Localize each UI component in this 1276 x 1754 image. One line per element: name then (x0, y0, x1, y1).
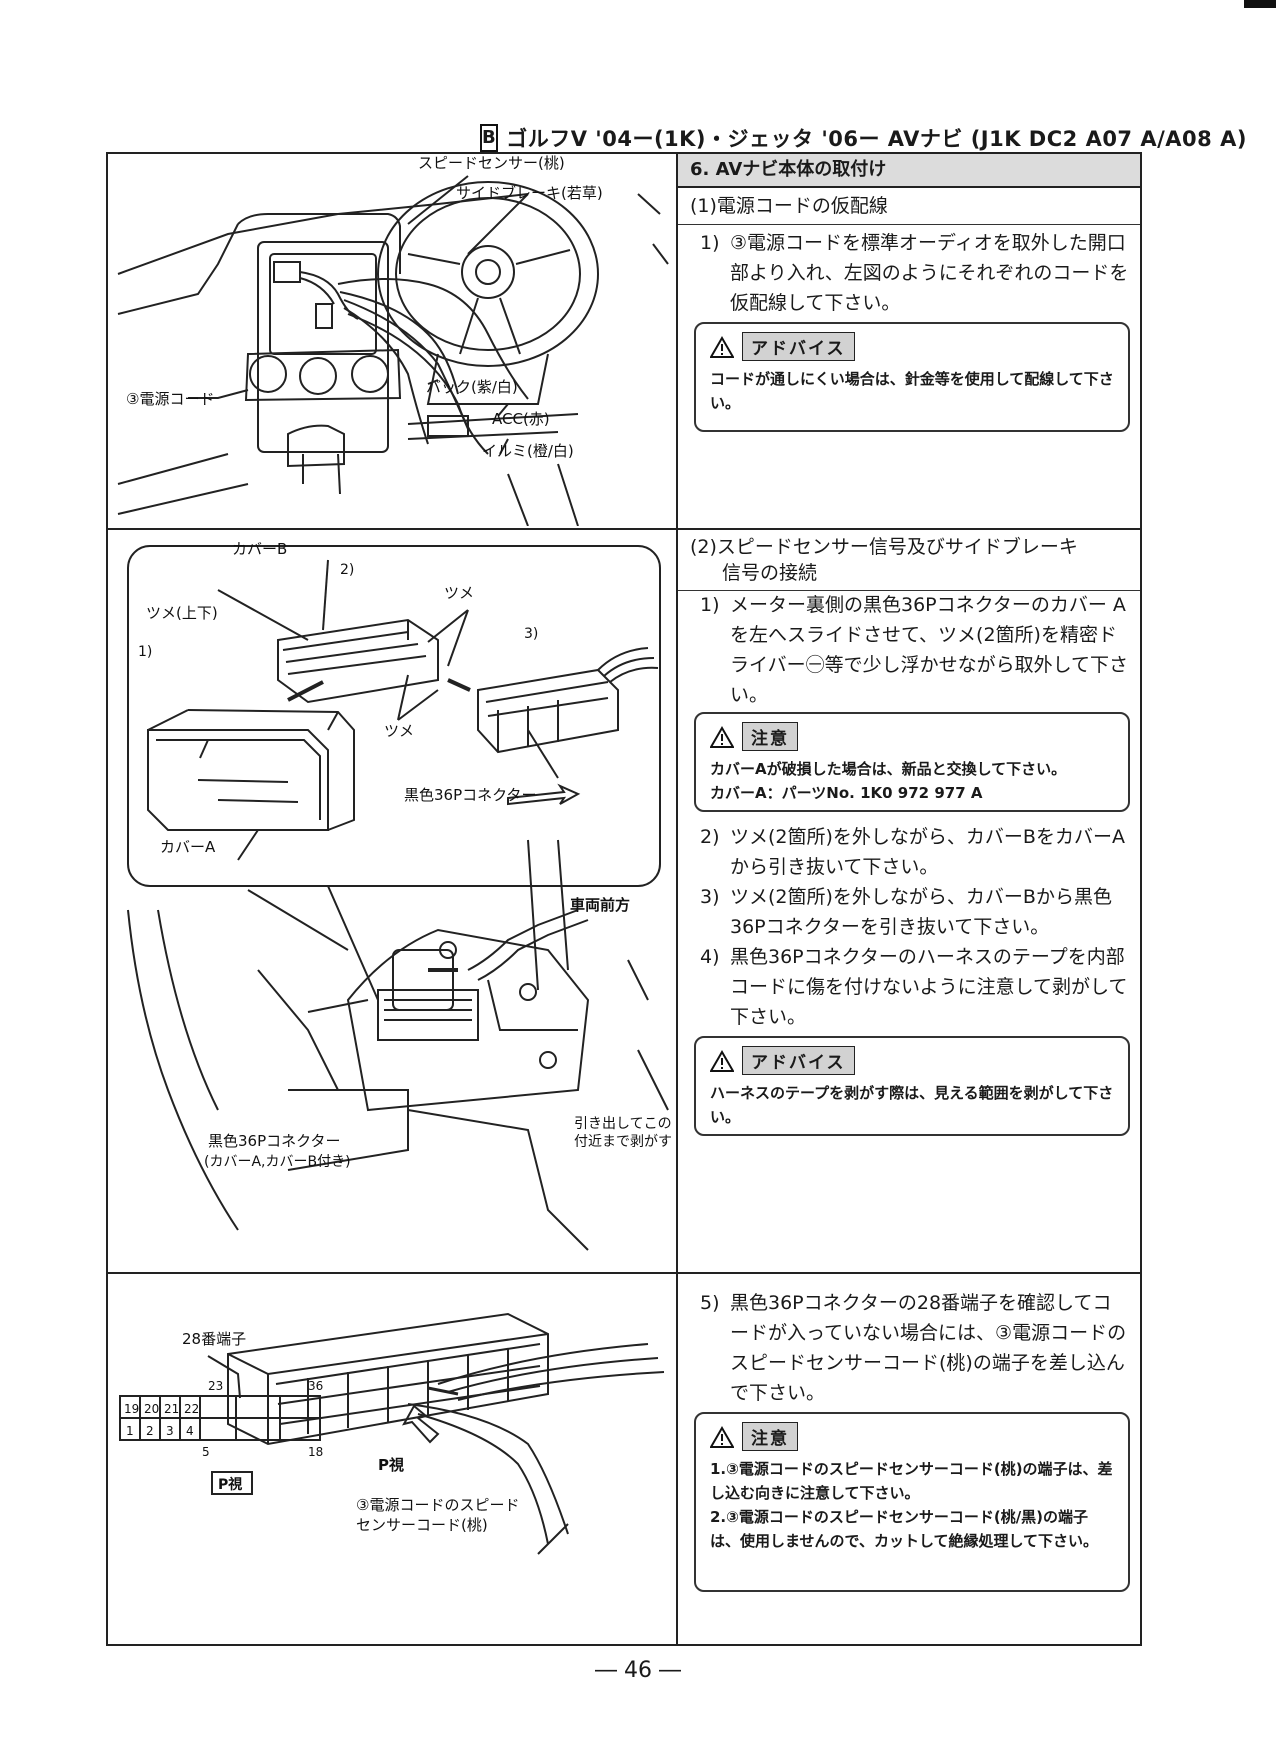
label-p-view: P視 (378, 1456, 404, 1474)
pin-22: 22 (184, 1402, 199, 1416)
label-back: バック(紫/白) (426, 378, 518, 396)
column-divider (676, 152, 678, 1646)
part2-step2: 2) ツメ(2箇所)を外しながら、カバーBをカバーAから引き抜いて下さい。 (700, 822, 1130, 882)
part2-subtitle-line1: (2)スピードセンサー信号及びサイドブレーキ (690, 536, 1078, 558)
step-number: 1) (700, 232, 720, 254)
advice-text: コードが通しにくい場合は、針金等を使用して配線して下さい。 (710, 370, 1114, 412)
label-claw-updown: ツメ(上下) (146, 604, 218, 622)
label-peel-2: 付近まで剥がす (574, 1134, 672, 1150)
figure-terminal-28: P視 ③電源コードのスピード センサーコード(桃) 28番端子 23 36 19… (108, 1274, 674, 1644)
label-cover-a: カバーA (160, 838, 216, 856)
page-header: B ゴルフV '04ー(1K)・ジェッタ '06ー AVナビ (J1K DC2 … (480, 124, 1246, 152)
label-peel-1: 引き出してこの (574, 1116, 672, 1132)
label-cord-2: センサーコード(桃) (356, 1516, 488, 1534)
label-connector-2a: 黒色36Pコネクター (208, 1132, 341, 1150)
label-pin-36: 36 (308, 1379, 323, 1393)
label-vehicle-front: 車両前方 (570, 896, 630, 914)
advice-text: ハーネスのテープを剥がす際は、見える範囲を剥がして下さい。 (710, 1084, 1114, 1126)
part1-step1: 1) ③電源コードを標準オーディオを取外した開口部より入れ、左図のようにそれぞれ… (700, 228, 1130, 318)
step-text: ツメ(2箇所)を外しながら、カバーBをカバーAから引き抜いて下さい。 (730, 826, 1125, 878)
label-claw-top: ツメ (444, 584, 474, 602)
advice-box-1: アドバイス コードが通しにくい場合は、針金等を使用して配線して下さい。 (694, 322, 1130, 432)
label-illumi: イルミ(橙/白) (482, 442, 574, 460)
pin-2: 2 (146, 1424, 154, 1438)
pin-21: 21 (164, 1402, 179, 1416)
step-text: 黒色36Pコネクターのハーネスのテープを内部コードに傷を付けないように注意して剥… (730, 946, 1128, 1028)
label-claw-bottom: ツメ (384, 722, 414, 740)
row-divider-2 (106, 1272, 1142, 1274)
header-title: ゴルフV '04ー(1K)・ジェッタ '06ー AVナビ (J1K DC2 A0… (506, 127, 1247, 151)
part1-subtitle: (1)電源コードの仮配線 (678, 188, 1140, 225)
caution-box-2: 注意 1.③電源コードのスピードセンサーコード(桃)の端子は、差し込む向きに注意… (694, 1412, 1130, 1592)
caution-item-1: 1.③電源コードのスピードセンサーコード(桃)の端子は、差し込む向きに注意して下… (710, 1460, 1113, 1502)
corner-mark (1244, 0, 1276, 8)
pin-20: 20 (144, 1402, 159, 1416)
caution-item-2: 2.③電源コードのスピードセンサーコード(桃/黒)の端子は、使用しませんので、カ… (710, 1508, 1099, 1550)
part2-step1: 1) メーター裏側の黒色36Pコネクターのカバー Aを左へスライドさせて、ツメ(… (700, 590, 1130, 710)
label-p-view-box: P視 (218, 1476, 242, 1493)
label-speed-sensor: スピードセンサー(桃) (418, 154, 565, 172)
label-cord-1: ③電源コードのスピード (356, 1496, 519, 1514)
label-pin-18: 18 (308, 1445, 323, 1459)
step-number: 1) (700, 594, 720, 616)
section-title: 6. AVナビ本体の取付け (678, 154, 1140, 188)
label-acc: ACC(赤) (492, 410, 550, 428)
warning-icon (710, 335, 734, 358)
connector-illustration: カバーB 2) ツメ(上下) ツメ 1) 3) ツメ 黒色36Pコネクター カバ… (127, 540, 672, 1251)
part2-step3: 3) ツメ(2箇所)を外しながら、カバーBから黒色36Pコネクターを引き抜いて下… (700, 882, 1130, 942)
pin-3: 3 (166, 1424, 174, 1438)
part2-step4: 4) 黒色36Pコネクターのハーネスのテープを内部コードに傷を付けないように注意… (700, 942, 1130, 1032)
caution-line-2: カバーA：パーツNo. 1K0 972 977 A (710, 784, 983, 802)
step-number: 2) (700, 826, 720, 848)
step-text: 黒色36Pコネクターの28番端子を確認してコードが入っていない場合には、③電源コ… (730, 1292, 1127, 1404)
caution-label: 注意 (742, 1422, 798, 1451)
label-pin-23: 23 (208, 1379, 223, 1393)
pin-19: 19 (124, 1402, 139, 1416)
label-connector-2b: (カバーA,カバーB付き) (204, 1154, 351, 1170)
part2-subtitle: (2)スピードセンサー信号及びサイドブレーキ 信号の接続 (678, 530, 1140, 591)
label-terminal-28: 28番端子 (182, 1330, 246, 1348)
label-pin-5: 5 (202, 1445, 210, 1459)
warning-icon (710, 725, 734, 748)
figure-connector-removal: カバーB 2) ツメ(上下) ツメ 1) 3) ツメ 黒色36Pコネクター カバ… (108, 530, 674, 1270)
figure-dashboard-wiring: スピードセンサー(桃) サイドブレーキ(若草) ③電源コード バック(紫/白) … (108, 154, 674, 526)
step-text: ③電源コードを標準オーディオを取外した開口部より入れ、左図のようにそれぞれのコー… (730, 232, 1129, 314)
row-divider-1 (106, 528, 1142, 530)
dashboard-illustration: スピードセンサー(桃) サイドブレーキ(若草) ③電源コード バック(紫/白) … (117, 154, 669, 526)
label-step3: 3) (524, 626, 538, 642)
label-side-brake: サイドブレーキ(若草) (456, 184, 603, 202)
warning-icon (710, 1049, 734, 1072)
part3-step5: 5) 黒色36Pコネクターの28番端子を確認してコードが入っていない場合には、③… (700, 1288, 1130, 1408)
step-number: 4) (700, 946, 720, 968)
step-number: 5) (700, 1292, 720, 1314)
advice-label: アドバイス (742, 1046, 855, 1075)
content-frame (106, 152, 1142, 1646)
label-step1: 1) (138, 644, 152, 660)
pin-1: 1 (126, 1424, 134, 1438)
step-number: 3) (700, 886, 720, 908)
caution-box-1: 注意 カバーAが破損した場合は、新品と交換して下さい。 カバーA：パーツNo. … (694, 712, 1130, 812)
label-step2: 2) (340, 562, 354, 578)
advice-label: アドバイス (742, 332, 855, 361)
caution-line-1: カバーAが破損した場合は、新品と交換して下さい。 (710, 760, 1067, 778)
step-text: ツメ(2箇所)を外しながら、カバーBから黒色36Pコネクターを引き抜いて下さい。 (730, 886, 1112, 938)
label-cover-b: カバーB (232, 540, 287, 558)
terminal-illustration: P視 ③電源コードのスピード センサーコード(桃) 28番端子 23 36 19… (119, 1312, 665, 1555)
label-connector: 黒色36Pコネクター (404, 786, 537, 804)
part2-subtitle-line2: 信号の接続 (722, 562, 818, 584)
section-badge: B (480, 124, 499, 152)
advice-box-2: アドバイス ハーネスのテープを剥がす際は、見える範囲を剥がして下さい。 (694, 1036, 1130, 1136)
step-text: メーター裏側の黒色36Pコネクターのカバー Aを左へスライドさせて、ツメ(2箇所… (730, 594, 1129, 706)
pin-4: 4 (186, 1424, 194, 1438)
page-number: ― 46 ― (595, 1658, 681, 1683)
caution-label: 注意 (742, 722, 798, 751)
warning-icon (710, 1425, 734, 1448)
label-power-cord: ③電源コード (126, 390, 214, 408)
